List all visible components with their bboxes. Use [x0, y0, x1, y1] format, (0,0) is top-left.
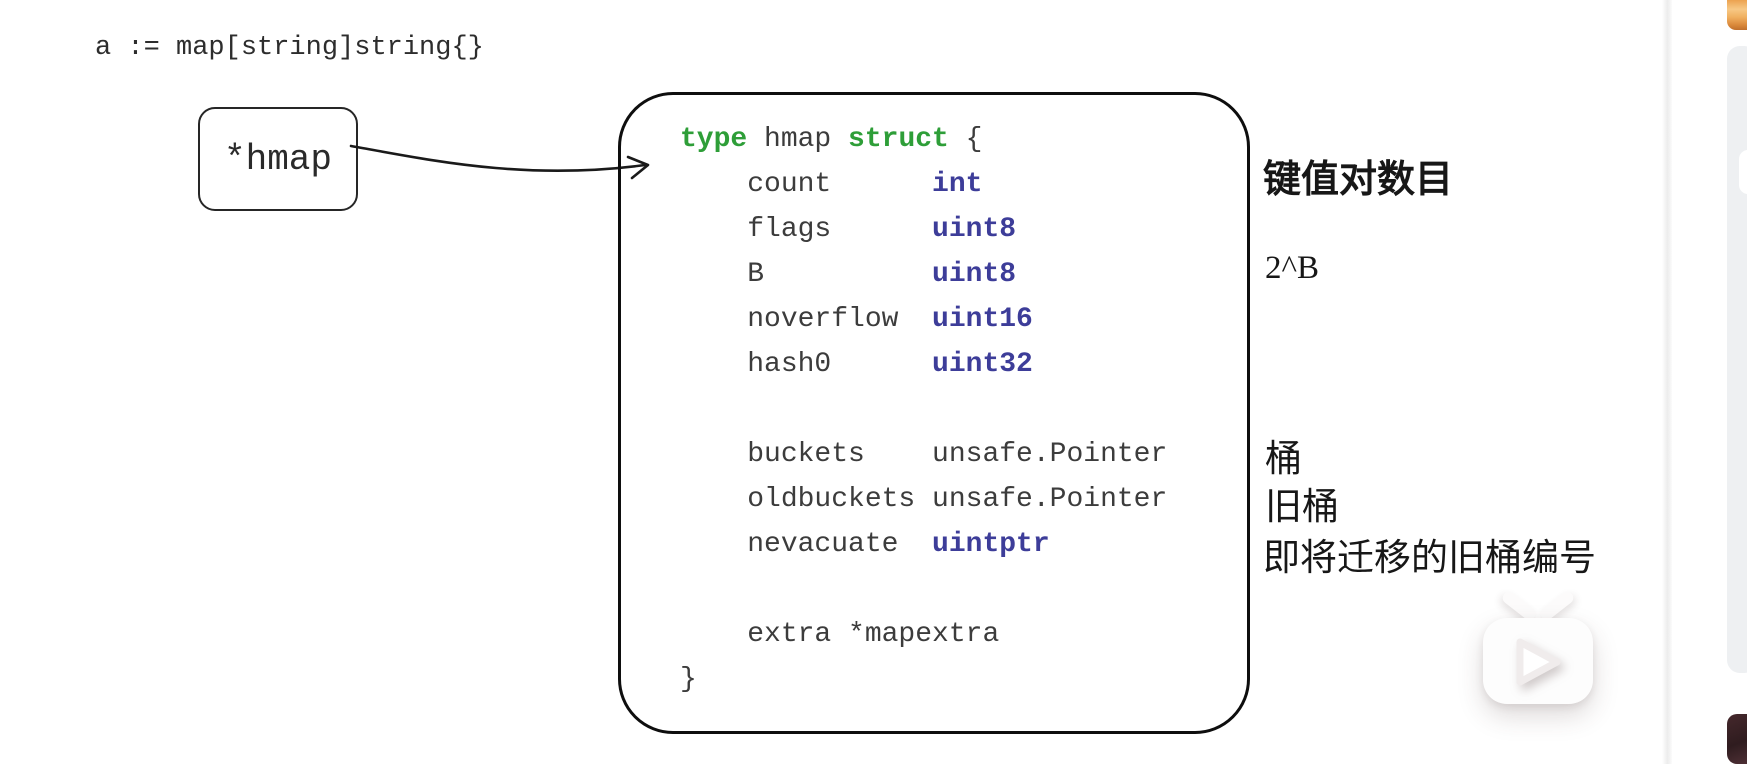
code-line: flags uint8 — [680, 214, 1017, 245]
hmap-pointer-box: *hmap — [198, 107, 358, 211]
map-declaration-text: a := map[string]string{} — [95, 33, 484, 63]
sidebar-panel-notch — [1739, 150, 1747, 194]
code-line — [680, 387, 1167, 432]
annotation-oldbuckets: 旧桶 — [1265, 487, 1339, 528]
sidebar-panel-gray[interactable] — [1727, 46, 1747, 673]
code-line — [680, 567, 1167, 612]
code-line: B uint8 — [680, 259, 1017, 290]
code-line: extra *mapextra — [680, 619, 1000, 650]
code-line: hash0 uint32 — [680, 349, 1033, 380]
code-line: count int — [680, 169, 983, 200]
bilibili-play-icon — [1480, 589, 1600, 710]
play-triangle-icon — [1516, 638, 1561, 686]
code-line: } — [680, 664, 697, 695]
annotation-count: 键值对数目 — [1263, 159, 1454, 201]
annotation-b: 2^B — [1265, 250, 1319, 286]
sidebar-thumbnail-orange[interactable] — [1727, 0, 1747, 30]
code-line: buckets unsafe.Pointer — [680, 439, 1168, 470]
code-line: oldbuckets unsafe.Pointer — [680, 484, 1168, 515]
hmap-pointer-label: *hmap — [223, 138, 333, 180]
code-line: noverflow uint16 — [680, 304, 1033, 335]
code-line: type hmap struct { — [680, 124, 983, 155]
annotation-nevacuate: 即将迁移的旧桶编号 — [1263, 538, 1596, 579]
hmap-struct-box — [618, 92, 1250, 734]
annotation-buckets: 桶 — [1265, 439, 1302, 480]
page-divider — [1662, 0, 1672, 764]
sidebar-thumbnail-dark[interactable] — [1727, 714, 1747, 764]
code-line: nevacuate uintptr — [680, 529, 1050, 560]
struct-code: type hmap struct { count int flags uint8… — [680, 117, 1167, 702]
